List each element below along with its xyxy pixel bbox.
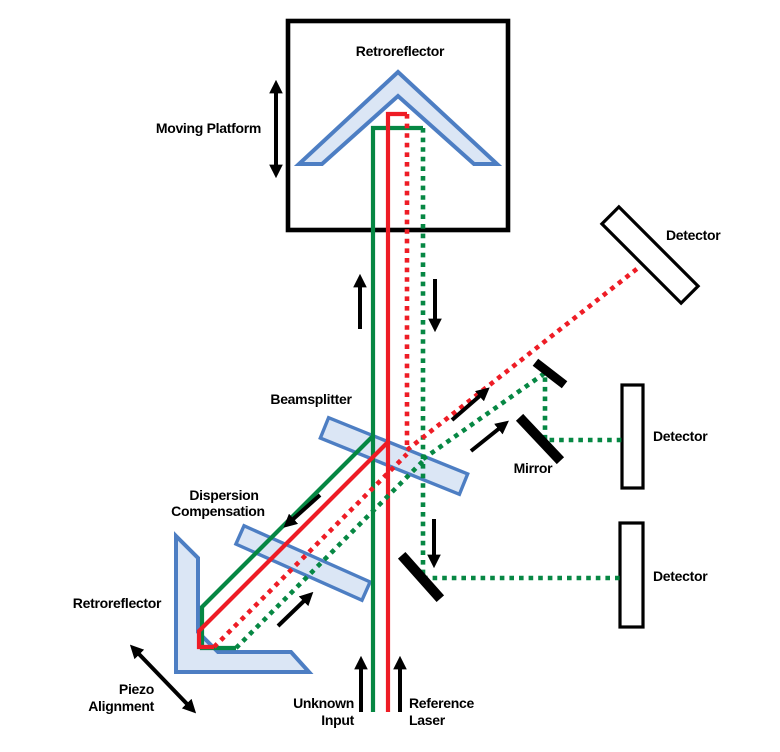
label-detector-middle: Detector [653, 428, 708, 444]
beam-output-red-to-top-detector [405, 266, 640, 452]
mirror-main-shape [515, 413, 565, 465]
beamsplitter-plate [318, 415, 470, 497]
label-moving-platform: Moving Platform [156, 120, 261, 136]
up-right-arrow-icon [450, 387, 490, 422]
mirror-lower-shape [397, 551, 445, 603]
label-beamsplitter: Beamsplitter [270, 391, 352, 407]
label-reference-line2: Laser [409, 712, 446, 728]
up-right-arrow3-icon [276, 591, 314, 628]
label-dispersion-line2: Compensation [171, 503, 265, 519]
label-retroreflector-bottom: Retroreflector [73, 595, 162, 611]
label-retroreflector-top: Retroreflector [356, 43, 445, 59]
label-unknown-line2: Input [321, 712, 354, 728]
label-piezo-line1: Piezo [119, 681, 154, 697]
label-dispersion-line1: Dispersion [189, 487, 258, 503]
label-piezo-line2: Alignment [88, 698, 154, 714]
moving-platform-box [285, 18, 511, 233]
label-reference-line1: Reference [409, 695, 475, 711]
beam-reference-return-diagonal-dotted [212, 452, 409, 649]
detector-bottom-shape [618, 521, 645, 629]
dispersion-compensation-plate [233, 523, 373, 603]
up-right-arrow2-icon [469, 420, 509, 453]
piezo-double-arrow-icon [129, 644, 197, 714]
beam-reference-arm-solid-diagonal [196, 440, 390, 650]
beam-unknown-input-solid [370, 125, 423, 712]
detector-middle-shape [620, 383, 645, 490]
retroreflector-top-shape [293, 69, 503, 166]
beam-reference-laser-solid [385, 111, 407, 712]
label-detector-bottom: Detector [653, 568, 708, 584]
down-left-arrow-icon [283, 493, 322, 528]
label-detector-top: Detector [666, 227, 721, 243]
beam-output-green-to-middle-detector [421, 368, 622, 461]
detector-top-shape [599, 204, 701, 306]
label-mirror: Mirror [514, 460, 554, 476]
label-unknown-line1: Unknown [293, 695, 354, 711]
mirror-upper-shape [532, 358, 568, 389]
